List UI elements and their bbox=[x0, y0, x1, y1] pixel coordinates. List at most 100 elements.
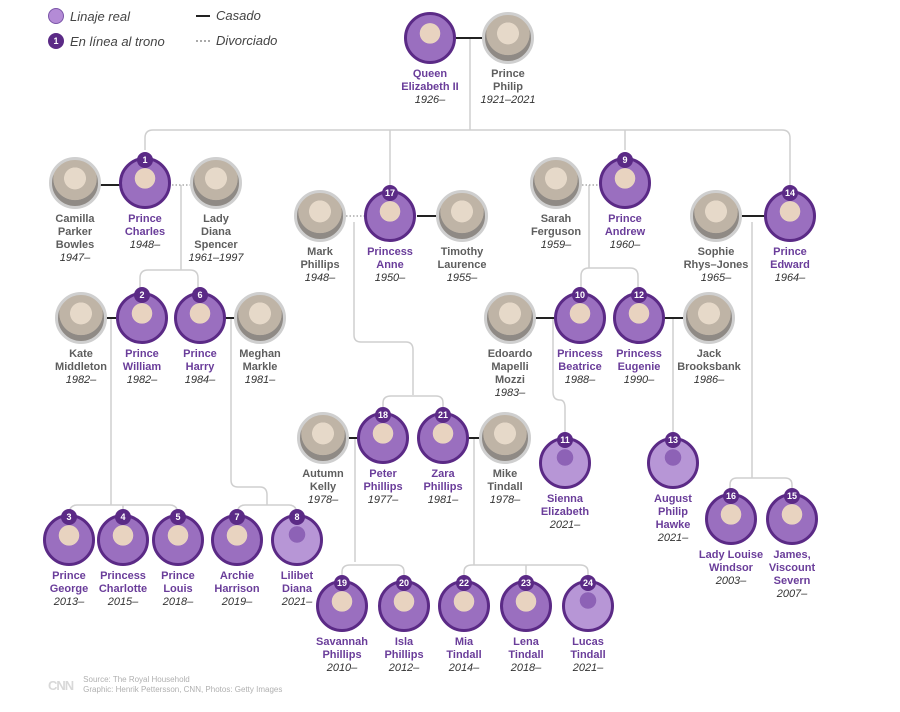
name-line: Lilibet bbox=[280, 570, 314, 582]
name-line: Mozzi bbox=[495, 374, 525, 386]
succession-rank-badge: 24 bbox=[580, 575, 596, 591]
name-line: Archie bbox=[219, 570, 255, 582]
portrait-photo bbox=[404, 12, 456, 64]
name-line: Savannah bbox=[316, 636, 368, 648]
solid-line-icon bbox=[196, 14, 210, 17]
succession-rank-badge: 3 bbox=[61, 509, 77, 525]
legend-royal-lineage: Linaje real bbox=[48, 8, 130, 24]
portrait-photo bbox=[436, 190, 488, 242]
name-line: Middleton bbox=[55, 361, 107, 373]
name-line: Prince bbox=[491, 68, 525, 80]
portrait-photo: 3 bbox=[43, 509, 95, 566]
name-line: Harry bbox=[185, 361, 215, 373]
years: 1978– bbox=[307, 494, 339, 506]
succession-rank-badge: 9 bbox=[617, 152, 633, 168]
years: 2018– bbox=[510, 662, 542, 674]
name-line: Phillips bbox=[300, 259, 340, 271]
name-line: Lady bbox=[203, 213, 229, 225]
name-line: Elizabeth II bbox=[401, 81, 459, 93]
name-line: Kate bbox=[69, 348, 93, 360]
succession-rank-badge: 15 bbox=[784, 488, 800, 504]
succession-rank-badge: 21 bbox=[435, 407, 451, 423]
years: 1960– bbox=[609, 239, 641, 251]
portrait-photo: 10 bbox=[554, 287, 606, 344]
portrait-photo bbox=[294, 190, 346, 242]
name-line: Mia bbox=[454, 636, 474, 648]
legend-label: Linaje real bbox=[70, 8, 130, 24]
name-line: Ferguson bbox=[530, 226, 582, 238]
legend-label: En línea al trono bbox=[70, 33, 165, 49]
name-line: George bbox=[49, 583, 89, 595]
name-line: Queen bbox=[412, 68, 448, 80]
legend-label: Divorciado bbox=[216, 33, 278, 48]
legend-divorced: Divorciado bbox=[196, 33, 277, 48]
portrait-photo bbox=[530, 157, 582, 209]
name-line: Tindall bbox=[446, 649, 482, 661]
years: 1948– bbox=[129, 239, 161, 251]
name-line: Tindall bbox=[508, 649, 544, 661]
years: 1961–1997 bbox=[188, 252, 244, 264]
succession-rank-badge: 11 bbox=[557, 432, 573, 448]
succession-rank-badge: 8 bbox=[289, 509, 305, 525]
years: 2013– bbox=[53, 596, 85, 608]
portrait-photo: 4 bbox=[97, 509, 149, 566]
portrait-photo bbox=[690, 190, 742, 242]
name-line: Prince bbox=[52, 570, 86, 582]
portrait-photo: 22 bbox=[438, 575, 490, 632]
succession-rank-badge: 6 bbox=[192, 287, 208, 303]
name-line: Brooksbank bbox=[677, 361, 741, 373]
name-line: Windsor bbox=[709, 562, 753, 574]
portrait-photo: 15 bbox=[766, 488, 818, 545]
years: 2012– bbox=[388, 662, 420, 674]
succession-rank-badge: 2 bbox=[134, 287, 150, 303]
name-line: Princess bbox=[557, 348, 603, 360]
name-line: Parker bbox=[57, 226, 93, 238]
years: 2003– bbox=[715, 575, 747, 587]
succession-rank-badge: 18 bbox=[375, 407, 391, 423]
name-line: Tindall bbox=[487, 481, 523, 493]
portrait-photo: 1 bbox=[119, 152, 171, 209]
years: 2010– bbox=[326, 662, 358, 674]
name-line: Philip bbox=[493, 81, 523, 93]
silhouette-icon: 8 bbox=[271, 509, 323, 566]
years: 2018– bbox=[162, 596, 194, 608]
years: 1984– bbox=[184, 374, 216, 386]
name-line: Harrison bbox=[214, 583, 260, 595]
rank-badge-icon: 1 bbox=[48, 33, 64, 49]
succession-rank-badge: 7 bbox=[229, 509, 245, 525]
name-line: Charlotte bbox=[98, 583, 148, 595]
legend-married: Casado bbox=[196, 8, 261, 23]
name-line: Hawke bbox=[655, 519, 691, 531]
name-line: Markle bbox=[242, 361, 278, 373]
years: 2007– bbox=[776, 588, 808, 600]
years: 1982– bbox=[126, 374, 158, 386]
years: 2014– bbox=[448, 662, 480, 674]
portrait-photo bbox=[484, 292, 536, 344]
portrait-photo bbox=[683, 292, 735, 344]
name-line: Timothy bbox=[440, 246, 484, 258]
name-line: Prince bbox=[161, 570, 195, 582]
legend-label: Casado bbox=[216, 8, 261, 23]
name-line: Camilla bbox=[55, 213, 95, 225]
royal-lineage-swatch-icon bbox=[48, 8, 64, 24]
name-line: Kelly bbox=[309, 481, 337, 493]
succession-rank-badge: 1 bbox=[137, 152, 153, 168]
